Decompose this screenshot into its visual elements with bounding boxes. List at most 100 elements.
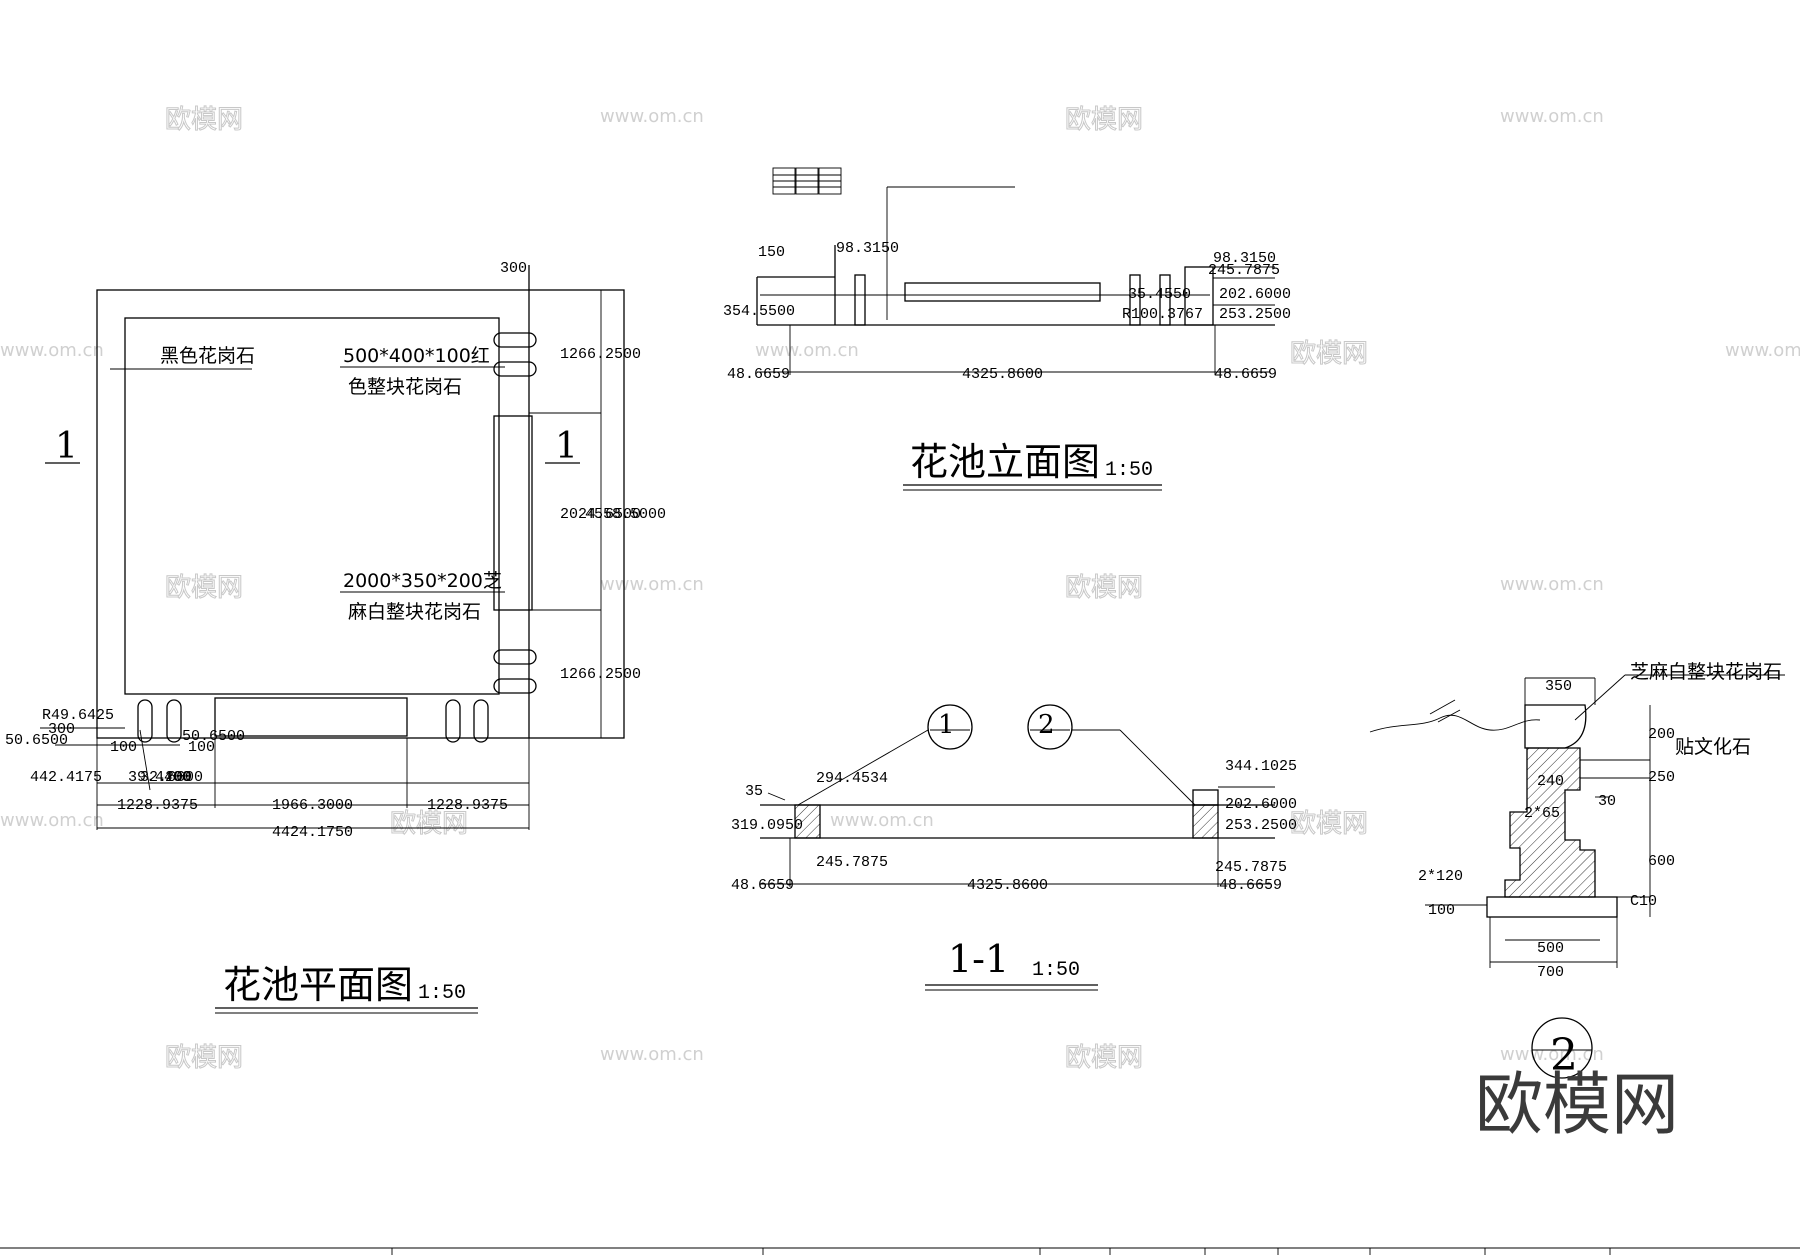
- plan-dim-text: 32.6600: [140, 769, 203, 786]
- leader-line: [139, 729, 151, 791]
- plan-block: [137, 699, 153, 743]
- plan-outer-border: [96, 289, 625, 739]
- ground-mark: [1429, 699, 1456, 715]
- section-dim-text: 48.6659: [1219, 877, 1282, 894]
- elevation-scale: 1:50: [1105, 459, 1153, 482]
- callout-leader: [1119, 729, 1196, 806]
- elev-dim-text: 98.3150: [1213, 250, 1276, 267]
- watermark-site: www.om.cn: [0, 340, 104, 361]
- detail-footing: [1486, 896, 1618, 918]
- elev-dim-text: 354.5500: [723, 303, 795, 320]
- watermark-site: www.om.cn: [1725, 340, 1800, 361]
- elev-dim-text: 245.7875: [1208, 262, 1280, 279]
- plan-block: [493, 332, 537, 348]
- detail-dim-text: 700: [1537, 964, 1564, 981]
- detail-dim-text: 200: [1648, 726, 1675, 743]
- elev-bench: [904, 282, 1101, 302]
- watermark-logo: 欧模网: [390, 809, 468, 839]
- plan-view: 300 1266.2500 2024.6500 4558.5000 1266.2…: [5, 260, 666, 1014]
- plan-block: [493, 649, 537, 665]
- watermark-site: www.om.cn: [755, 340, 859, 361]
- watermark-logo: 欧模网: [1065, 105, 1143, 135]
- plan-title: 花池平面图: [223, 963, 413, 1007]
- watermark-logo: 欧模网: [165, 573, 243, 603]
- elev-dim-text: 4325.8600: [962, 366, 1043, 383]
- elev-dim-text: 48.6659: [727, 366, 790, 383]
- watermark-logo: 欧模网: [1065, 573, 1143, 603]
- watermark-site: www.om.cn: [1500, 574, 1604, 595]
- detail-material-label: 芝麻白整块花岗石: [1630, 661, 1782, 683]
- plan-block: [473, 699, 489, 743]
- detail-dim-text: 100: [1428, 902, 1455, 919]
- watermark-logo-large: 欧模网: [1475, 1066, 1679, 1145]
- section-dim-text: 294.4534: [816, 770, 888, 787]
- plan-block: [493, 678, 537, 694]
- watermark-logo: 欧模网: [165, 1043, 243, 1073]
- legend-swatch: [772, 167, 842, 195]
- plan-material-label: 黑色花岗石: [160, 345, 255, 367]
- section-dim-text: 319.0950: [731, 817, 803, 834]
- detail-dim-text: 2*65: [1524, 805, 1560, 822]
- elev-block: [1129, 274, 1141, 326]
- section-dim-text: 344.1025: [1225, 758, 1297, 775]
- ground-profile: [1369, 714, 1541, 733]
- elev-dim-text: R100.3767: [1122, 306, 1203, 323]
- watermark-site: www.om.cn: [600, 106, 704, 127]
- elev-block: [854, 274, 866, 326]
- plan-dim-text: 100: [110, 739, 137, 756]
- plan-material-label: 麻白整块花岗石: [348, 601, 481, 623]
- elevation-title: 花池立面图: [910, 440, 1100, 484]
- elev-dim-text: 98.3150: [836, 240, 899, 257]
- plan-bench-right: [493, 415, 533, 611]
- watermark-logo: 欧模网: [1290, 809, 1368, 839]
- watermark-site: www.om.cn: [1500, 106, 1604, 127]
- section-1-1-view: 1 2 35 294.4534 319.0950 245.7875 344.10…: [731, 704, 1297, 991]
- watermark-site: www.om.cn: [0, 810, 104, 831]
- plan-dim-text: 50.6500: [182, 728, 245, 745]
- plan-dim-text: 1228.9375: [117, 797, 198, 814]
- watermark-layer: 欧模网 www.om.cn 欧模网 www.om.cn www.om.cn ww…: [0, 105, 1800, 1074]
- leader-line: [1574, 674, 1626, 721]
- detail-wall-hatch: [1504, 747, 1596, 898]
- elev-dim-text: 253.2500: [1219, 306, 1291, 323]
- plan-dim-text: 300: [500, 260, 527, 277]
- detail-dim-text: 240: [1537, 773, 1564, 790]
- watermark-site: www.om.cn: [830, 810, 934, 831]
- elev-post: [1184, 266, 1214, 326]
- section-dim-text: 245.7875: [816, 854, 888, 871]
- detail-material-label: 贴文化石: [1675, 736, 1751, 758]
- section-scale: 1:50: [1032, 959, 1080, 982]
- detail-dim-text: 2*120: [1418, 868, 1463, 885]
- plan-dim-text: 1266.2500: [560, 666, 641, 683]
- plan-dim-text: 39.4400: [128, 769, 191, 786]
- watermark-logo: 欧模网: [1290, 339, 1368, 369]
- detail-dim-text: 250: [1648, 769, 1675, 786]
- detail-dim-text: 350: [1545, 678, 1572, 695]
- detail-2-view: 350 芝麻白整块花岗石 200 贴文化石 250 240 30 2*65 60…: [1369, 661, 1785, 1081]
- detail-title-number: 2: [1550, 1030, 1578, 1081]
- plan-material-label: 500*400*100红: [343, 345, 490, 367]
- ground-mark: [1437, 709, 1461, 723]
- plan-dim-text: 1228.9375: [427, 797, 508, 814]
- watermark-logo: 欧模网: [1065, 1043, 1143, 1073]
- plan-bench-bottom: [214, 697, 408, 737]
- section-dim-text: 245.7875: [1215, 859, 1287, 876]
- plan-dim-text: 50.6500: [5, 732, 68, 749]
- detail-dim-text: 500: [1537, 940, 1564, 957]
- elevation-view: 150 98.3150 354.5500 98.3150 245.7875 35…: [723, 167, 1291, 491]
- section-cap: [1192, 789, 1219, 806]
- detail-cap-stone: [1524, 704, 1587, 749]
- callout-number: 1: [938, 710, 955, 740]
- leader-line: [767, 792, 786, 801]
- plan-material-label: 色整块花岗石: [348, 376, 462, 398]
- callout-number: 2: [1038, 710, 1055, 740]
- title-block-strip: [0, 1247, 1800, 1255]
- section-dim-text: 202.6000: [1225, 796, 1297, 813]
- elev-dim-text: 48.6659: [1214, 366, 1277, 383]
- section-mark-left: 1: [55, 426, 78, 467]
- section-hatch: [794, 804, 821, 839]
- plan-dim-text: 200: [165, 769, 192, 786]
- callout-circle: [927, 704, 973, 750]
- watermark-site: www.om.cn: [600, 574, 704, 595]
